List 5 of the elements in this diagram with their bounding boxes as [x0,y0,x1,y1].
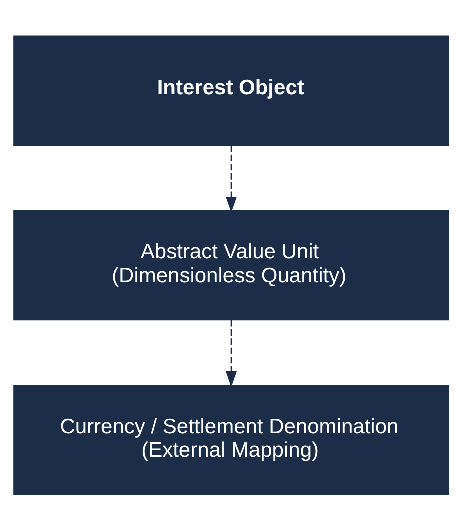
arrow [225,320,237,388]
node-box: Currency / Settlement Denomination (External Mapping) [13,384,449,496]
node-box: Interest Object [13,36,449,146]
node-box: Abstract Value Unit (Dimensionless Quantity) [13,210,449,321]
arrow [225,146,237,213]
